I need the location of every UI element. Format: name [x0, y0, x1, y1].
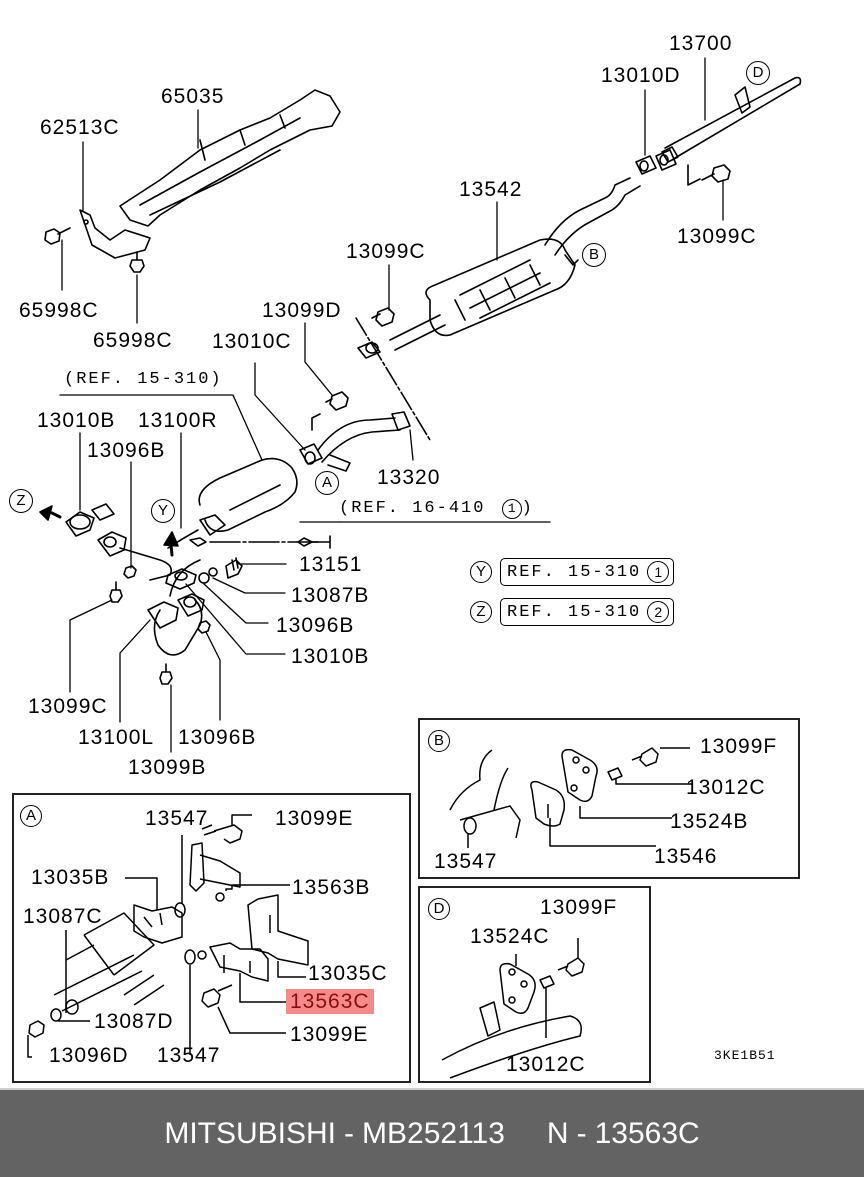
bracket-drawing	[79, 209, 151, 259]
reference-text: (REF. 16-410	[339, 499, 486, 518]
legend-ref-text: REF. 15-310	[507, 602, 642, 622]
part-label-13010b[interactable]: 13010B	[37, 409, 116, 432]
brand-name: MITSUBISHI	[164, 1116, 337, 1150]
part-label-13096b[interactable]: 13096B	[276, 614, 355, 637]
legend-marker-y: Y	[470, 561, 492, 583]
part-label-13010d[interactable]: 13010D	[601, 64, 681, 87]
part-label-65998c[interactable]: 65998C	[93, 329, 173, 352]
part-label-13010c[interactable]: 13010C	[212, 330, 292, 353]
part-label-13524c[interactable]: 13524C	[470, 925, 550, 948]
part-label-13012c[interactable]: 13012C	[506, 1053, 586, 1076]
part-label-13099c[interactable]: 13099C	[28, 695, 108, 718]
bolt-drawing	[371, 307, 395, 327]
callout-b[interactable]: B	[582, 243, 606, 267]
callout-z[interactable]: Z	[9, 489, 33, 513]
part-label-13563b[interactable]: 13563B	[292, 876, 371, 899]
part-label-13096b[interactable]: 13096B	[87, 439, 166, 462]
part-caption-bar: MITSUBISHI - MB252113 N - 13563C	[0, 1088, 864, 1177]
ref-number: 13563C	[594, 1116, 700, 1150]
drawing-code: 3KE1B51	[714, 1048, 776, 1063]
gasket-drawing	[635, 149, 677, 175]
part-label-13099e[interactable]: 13099E	[290, 1023, 369, 1046]
part-label-13320[interactable]: 13320	[377, 466, 441, 489]
tail-pipe-drawing	[661, 76, 802, 163]
part-label-13099f[interactable]: 13099F	[700, 735, 778, 758]
reference-16-410[interactable]: (REF. 16-410 1)	[339, 499, 534, 519]
part-label-13547[interactable]: 13547	[434, 850, 498, 873]
detail-a-marker: A	[20, 805, 42, 827]
legend-ref-box-z[interactable]: REF. 15-310 2	[500, 598, 675, 626]
part-label-13096d[interactable]: 13096D	[49, 1044, 129, 1067]
heat-shield-drawing	[119, 89, 341, 227]
part-label-13012c[interactable]: 13012C	[686, 776, 766, 799]
part-label-65998c[interactable]: 65998C	[19, 299, 99, 322]
part-label-13546[interactable]: 13546	[654, 845, 718, 868]
part-label-13099d[interactable]: 13099D	[262, 299, 342, 322]
bolt-drawing	[687, 164, 731, 186]
part-label-13563c-highlighted[interactable]: 13563C	[286, 989, 374, 1014]
caption-separator: -	[576, 1116, 587, 1150]
reference-close: )	[521, 499, 534, 518]
part-label-13087c[interactable]: 13087C	[23, 905, 103, 928]
part-label-13099f[interactable]: 13099F	[540, 896, 618, 919]
detail-b-marker: B	[428, 730, 450, 752]
bolt-drawing	[311, 391, 349, 431]
legend-ref-number: 2	[647, 601, 670, 623]
catalytic-converter-drawing	[198, 457, 298, 533]
part-label-13100r[interactable]: 13100R	[138, 409, 218, 432]
part-label-13099c[interactable]: 13099C	[677, 225, 757, 248]
part-label-13542[interactable]: 13542	[459, 178, 523, 201]
callout-d[interactable]: D	[746, 61, 770, 85]
part-label-13547[interactable]: 13547	[145, 807, 209, 830]
diagram-drawing	[39, 57, 802, 753]
detail-b-drawing	[449, 747, 692, 848]
parts-diagram: 65035 62513C 65998C 65998C 13700 13010D …	[9, 32, 802, 1083]
part-number: MB252113	[362, 1116, 505, 1150]
legend-ref-number: 1	[647, 561, 670, 583]
part-label-13087d[interactable]: 13087D	[94, 1010, 174, 1033]
part-label-13700[interactable]: 13700	[669, 32, 733, 55]
front-pipe-drawing	[299, 411, 411, 472]
legend-marker-z: Z	[470, 601, 492, 623]
detail-d-drawing	[441, 938, 585, 1079]
callout-a[interactable]: A	[315, 471, 339, 495]
part-label-13087b[interactable]: 13087B	[291, 584, 370, 607]
gasket-drawing	[165, 568, 197, 590]
detail-a-panel: A 13547 13099E 13035B 13563B 13087C 1303…	[12, 793, 411, 1083]
detail-b-panel: B 13099F 13012C 13524B 13546 13547	[418, 718, 800, 879]
legend-ref-text: REF. 15-310	[507, 562, 642, 582]
part-label-13099e[interactable]: 13099E	[275, 807, 354, 830]
part-label-13099b[interactable]: 13099B	[128, 756, 207, 779]
part-label-62513c[interactable]: 62513C	[40, 116, 120, 139]
oxygen-sensor-drawing	[189, 535, 331, 584]
callout-y[interactable]: Y	[151, 499, 175, 523]
detail-d-marker: D	[428, 898, 450, 920]
reference-15-310[interactable]: (REF. 15-310)	[64, 370, 223, 389]
part-label-13035b[interactable]: 13035B	[31, 866, 110, 889]
caption-separator: -	[344, 1116, 355, 1150]
part-label-65035[interactable]: 65035	[161, 85, 225, 108]
legend-ref-box-y[interactable]: REF. 15-310 1	[500, 558, 675, 586]
bolt-drawing	[44, 227, 145, 273]
muffler-drawing	[357, 177, 641, 359]
ref-prefix: N	[546, 1116, 569, 1150]
part-label-13524b[interactable]: 13524B	[670, 810, 749, 833]
part-label-13099c[interactable]: 13099C	[346, 240, 426, 263]
part-label-13096b[interactable]: 13096B	[178, 726, 257, 749]
part-label-13010b[interactable]: 13010B	[291, 645, 370, 668]
reference-number-badge: 1	[501, 499, 522, 519]
part-label-13547[interactable]: 13547	[157, 1044, 221, 1067]
detail-a-drawing	[27, 814, 309, 1058]
part-label-13100l[interactable]: 13100L	[78, 726, 155, 749]
part-label-13035c[interactable]: 13035C	[308, 962, 388, 985]
part-label-13151[interactable]: 13151	[299, 553, 363, 576]
leader-lines	[59, 57, 724, 753]
detail-d-panel: D 13099F 13524C 13012C	[418, 886, 651, 1083]
